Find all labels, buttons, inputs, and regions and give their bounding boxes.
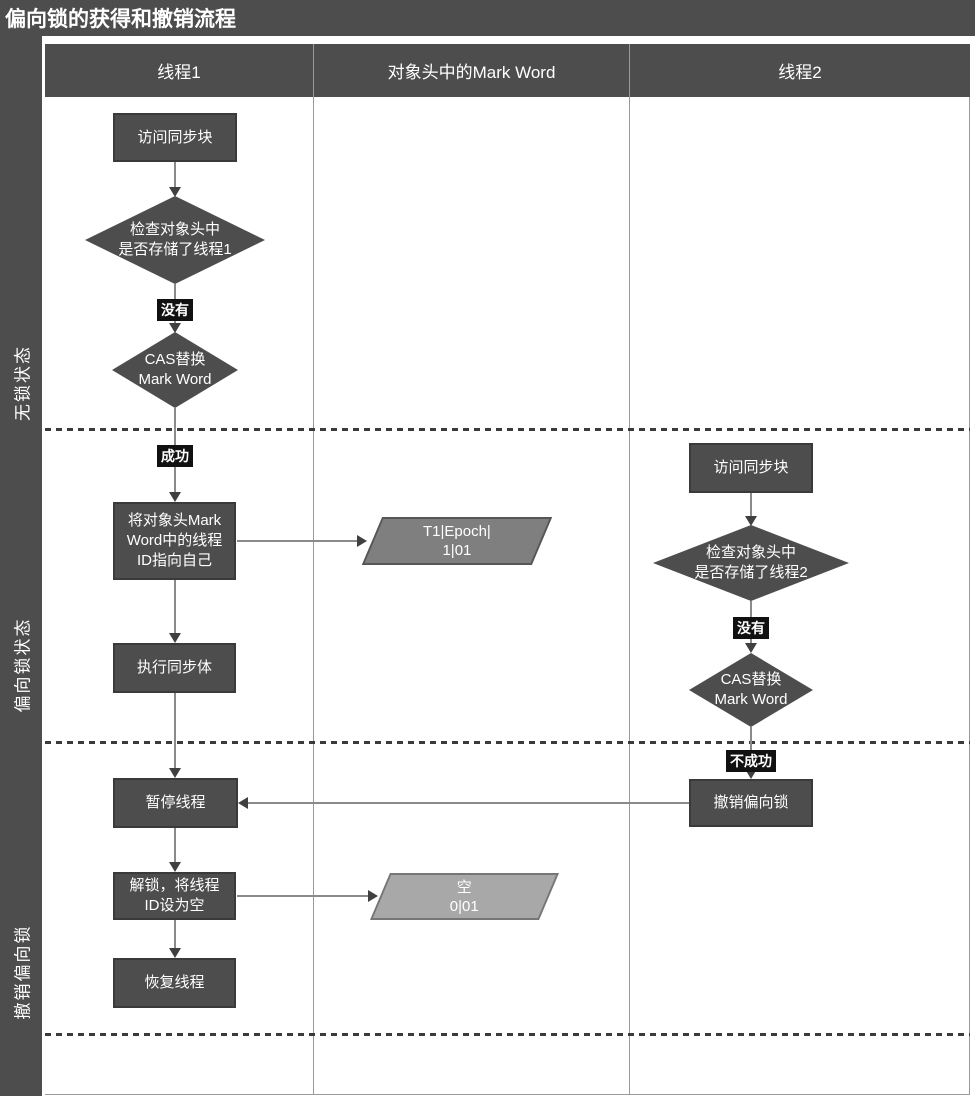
no-branch-label-thread2: 没有 [733, 617, 769, 639]
arrow-down-icon [745, 769, 757, 779]
connector-line [248, 802, 689, 804]
arrow-down-icon [745, 516, 757, 526]
phase-divider-3 [45, 1033, 970, 1036]
node-label: Word中的线程 [126, 532, 223, 549]
node-label: 访问同步块 [137, 128, 213, 146]
execute-sync-body-box-thread1: 执行同步体 [113, 643, 236, 693]
cas-replace-markword-diamond-thread1: CAS替换 Mark Word [112, 332, 238, 408]
set-thread-id-box-thread1: 将对象头Mark Word中的线程 ID指向自己 [113, 502, 236, 580]
cas-replace-markword-diamond-thread2: CAS替换 Mark Word [689, 653, 813, 727]
connector-line [237, 895, 368, 897]
node-label: 恢复线程 [144, 974, 205, 991]
connector-line [174, 693, 176, 769]
node-label: 暂停线程 [145, 794, 206, 811]
connector-line [750, 727, 752, 770]
markword-value-line1: 空 [456, 878, 472, 896]
node-label: CAS替换 [720, 671, 782, 688]
arrow-right-icon [357, 535, 367, 547]
access-sync-block-box-thread2: 访问同步块 [689, 443, 813, 493]
markword-value-line2: 0|01 [450, 897, 479, 915]
node-label: 检查对象头中 [129, 221, 220, 238]
connector-line [750, 493, 752, 517]
markword-empty-parallelogram: 空 0|01 [370, 873, 559, 920]
connector-line [174, 920, 176, 949]
markword-value-line1: T1|Epoch| [423, 523, 491, 540]
resume-thread-box-thread1: 恢复线程 [113, 958, 236, 1008]
lane-header-markword: 对象头中的Mark Word [313, 44, 629, 97]
lane-header-thread2: 线程2 [629, 44, 970, 97]
node-label: 撤销偏向锁 [713, 794, 789, 811]
phase-label-revoke-biased-lock: 撤销偏向锁 [13, 924, 33, 1020]
unlock-set-id-empty-box-thread1: 解锁，将线程 ID设为空 [113, 872, 236, 920]
arrow-down-icon [745, 643, 757, 653]
node-label: 将对象头Mark [127, 512, 222, 529]
arrow-down-icon [169, 492, 181, 502]
node-label: ID设为空 [144, 897, 205, 914]
phase-label-lock-free: 无锁状态 [13, 345, 33, 421]
node-label: 是否存储了线程1 [118, 241, 232, 258]
node-label: CAS替换 [144, 351, 206, 368]
node-label: 执行同步体 [136, 659, 212, 676]
lane-separator-1 [313, 97, 314, 1094]
diagram-title: 偏向锁的获得和撤销流程 [0, 0, 975, 36]
phase-rail [0, 36, 42, 1096]
node-label: Mark Word [138, 371, 212, 388]
lane-header-thread1: 线程1 [157, 63, 201, 82]
check-object-header-diamond-thread1: 检查对象头中 是否存储了线程1 [85, 196, 265, 284]
connector-line [237, 540, 357, 542]
node-label: 访问同步块 [713, 459, 789, 476]
node-label: 空 0|01 [450, 878, 479, 916]
access-sync-block-box-thread1: 访问同步块 [113, 113, 237, 162]
arrow-down-icon [169, 323, 181, 333]
connector-line [174, 162, 176, 189]
no-branch-label-thread1: 没有 [157, 299, 193, 321]
check-object-header-diamond-thread2: 检查对象头中 是否存储了线程2 [653, 525, 849, 601]
arrow-down-icon [169, 862, 181, 872]
node-label: 解锁，将线程 [129, 877, 220, 894]
phase-divider-1 [45, 428, 970, 431]
outer-border-bottom [45, 1094, 970, 1095]
fail-branch-label-thread2: 不成功 [726, 750, 776, 772]
node-label: Mark Word [714, 691, 788, 708]
connector-line [174, 828, 176, 863]
node-label: ID指向自己 [136, 552, 212, 569]
lane-header-row: 线程1 对象头中的Mark Word 线程2 [45, 44, 970, 97]
arrow-down-icon [169, 948, 181, 958]
arrow-down-icon [169, 633, 181, 643]
markword-value-line2: 1|01 [442, 542, 472, 559]
node-label: T1|Epoch| 1|01 [423, 522, 491, 560]
markword-biased-parallelogram: T1|Epoch| 1|01 [361, 517, 553, 565]
arrow-down-icon [169, 768, 181, 778]
phase-label-biased-lock: 偏向锁状态 [13, 617, 33, 713]
arrow-down-icon [169, 187, 181, 197]
revoke-biased-lock-box-thread2: 撤销偏向锁 [689, 779, 813, 827]
success-branch-label-thread1: 成功 [157, 445, 193, 467]
phase-divider-2 [45, 741, 970, 744]
node-label: 是否存储了线程2 [694, 564, 808, 581]
node-label: 检查对象头中 [705, 544, 796, 561]
pause-thread-box-thread1: 暂停线程 [113, 778, 238, 828]
outer-border-right [969, 97, 970, 1094]
arrow-right-icon [368, 890, 378, 902]
lane-separator-2 [629, 97, 630, 1094]
connector-line [174, 580, 176, 634]
arrow-left-icon [238, 797, 248, 809]
